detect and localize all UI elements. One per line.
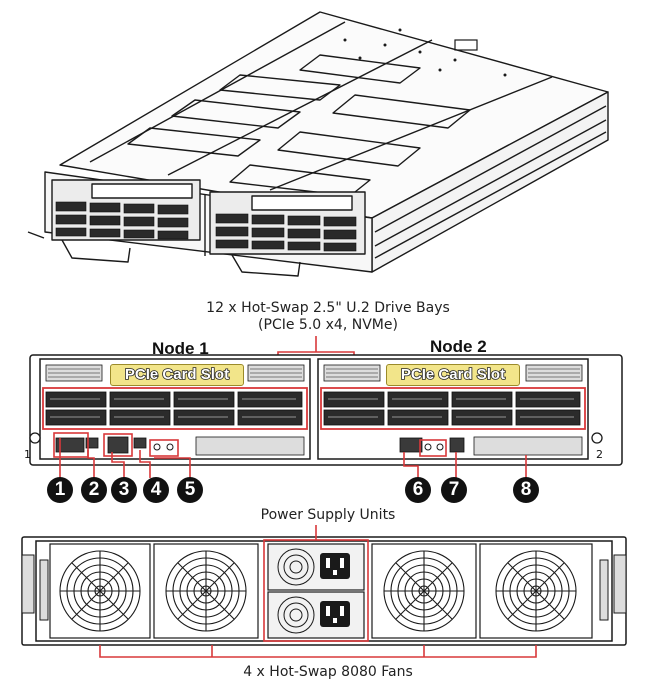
power-supply-units-label: Power Supply Units <box>260 507 396 523</box>
server-isometric-illustration <box>27 11 609 277</box>
callout-badge-2: 2 <box>81 477 107 503</box>
pcie-card-slot-node-2: PCIe Card Slot <box>386 364 520 386</box>
callout-badge-6: 6 <box>405 477 431 503</box>
hot-swap-fans-label: 4 x Hot-Swap 8080 Fans <box>243 664 413 680</box>
callout-badge-1: 1 <box>47 477 73 503</box>
callout-badge-8: 8 <box>513 477 539 503</box>
node-2-side-number: 2 <box>596 448 603 461</box>
pcie-card-slot-node-1: PCIe Card Slot <box>110 364 244 386</box>
node-1-title: Node 1 <box>152 339 209 358</box>
drive-bays-label-line2: (PCIe 5.0 x4, NVMe) <box>258 317 398 333</box>
node-2-title: Node 2 <box>430 337 487 356</box>
callout-badge-4: 4 <box>143 477 169 503</box>
callout-badge-7: 7 <box>441 477 467 503</box>
drive-bays-label-line1: 12 x Hot-Swap 2.5" U.2 Drive Bays <box>206 300 450 316</box>
callout-badge-3: 3 <box>111 477 137 503</box>
callout-badge-5: 5 <box>177 477 203 503</box>
node-1-side-number: 1 <box>24 448 31 461</box>
